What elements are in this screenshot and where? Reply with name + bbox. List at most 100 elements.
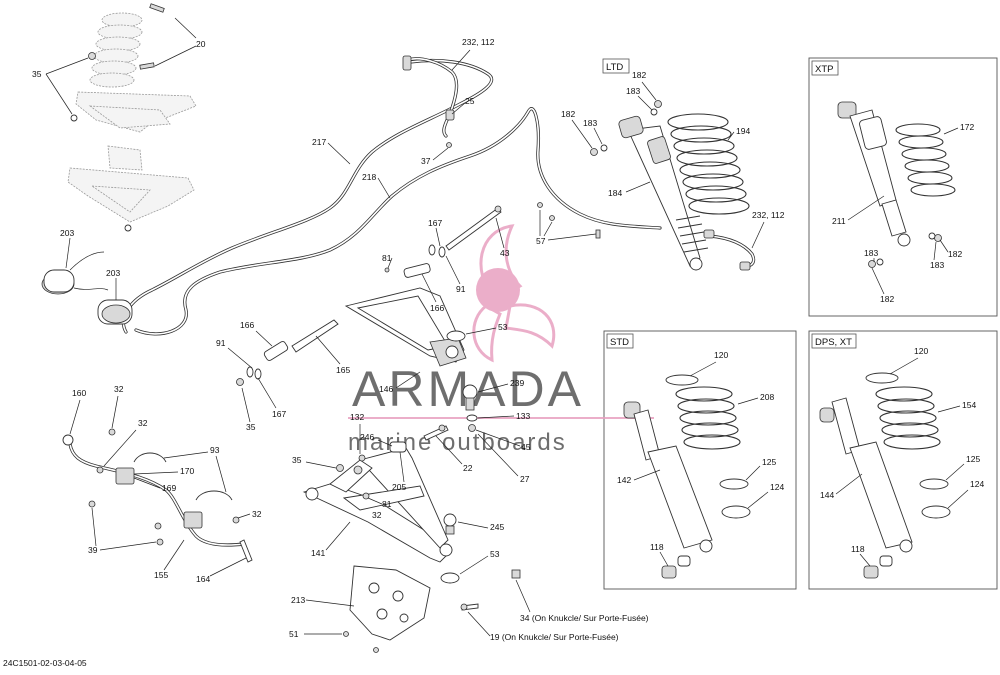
callout-32-sway-b: 32	[138, 418, 148, 428]
xtp-label: XTP	[815, 64, 833, 75]
callout-118-dps: 118	[851, 544, 865, 554]
callout-160: 160	[72, 388, 86, 398]
reference-suspension-assembly	[67, 12, 197, 232]
callout-124-dps: 124	[970, 479, 984, 489]
callout-124-std: 124	[770, 482, 784, 492]
callout-146: 146	[379, 384, 393, 394]
callout-208: 208	[760, 392, 774, 402]
ltd-hardware	[590, 100, 662, 156]
callout-19-knuckle: 19 (On Knukcle/ Sur Porte-Fusée)	[490, 632, 619, 642]
ltd-label: LTD	[606, 62, 623, 73]
callout-166-top: 166	[430, 303, 444, 313]
spring-208	[675, 386, 741, 450]
brake-line-218	[134, 107, 662, 336]
spring-172	[895, 123, 956, 197]
boot-53-lower	[440, 572, 460, 584]
callout-93: 93	[210, 445, 220, 455]
callout-37: 37	[421, 156, 431, 166]
ball-joint-239	[462, 384, 478, 432]
callout-27: 27	[520, 474, 530, 484]
callout-211: 211	[832, 216, 846, 226]
callout-57: 57	[536, 236, 546, 246]
diagram-id: 24C1501-02-03-04-05	[3, 658, 87, 668]
knuckle-hardware	[460, 569, 521, 611]
spring-seats-125-124-dps	[919, 478, 951, 519]
bushings-lower	[336, 441, 407, 500]
callout-246: 246	[360, 432, 374, 442]
callout-32-sway-c: 32	[252, 509, 262, 519]
callout-142: 142	[617, 475, 631, 485]
shock-184-ltd	[618, 115, 709, 271]
variant-box-std: STD	[603, 330, 797, 590]
callout-217: 217	[312, 137, 326, 147]
callout-120-dps: 120	[914, 346, 928, 356]
callout-132: 132	[350, 412, 364, 422]
callout-20: 20	[196, 39, 206, 49]
dps-xt-label: DPS, XT	[815, 337, 852, 348]
callout-232-112-lower: 232, 112	[752, 210, 785, 220]
ball-joint-245	[443, 513, 457, 535]
callout-203-b: 203	[106, 268, 120, 278]
callout-183-xtp-b: 183	[930, 260, 944, 270]
spring-seat-120-std	[665, 374, 699, 386]
boot-53-top	[446, 330, 466, 342]
bolt-22	[423, 424, 449, 441]
propeller-logo	[472, 224, 556, 363]
callout-91-mid: 91	[216, 338, 226, 348]
pivot-shaft-165	[236, 319, 339, 386]
callout-182-xtp-b: 182	[880, 294, 894, 304]
callout-35-mid: 35	[246, 422, 256, 432]
callout-194: 194	[736, 126, 750, 136]
callout-182-xtp-a: 182	[948, 249, 962, 259]
callout-169: 169	[162, 483, 176, 493]
callout-183-xtp-a: 183	[864, 248, 878, 258]
brake-hose-232-lower	[703, 229, 756, 271]
callout-118-std: 118	[650, 542, 664, 552]
callout-125-dps: 125	[966, 454, 980, 464]
washers-top	[428, 244, 446, 258]
shock-144-dps-xt	[819, 397, 913, 579]
bushing-166-top	[403, 263, 431, 278]
callout-183-ltd-a: 183	[626, 86, 640, 96]
callout-34-knuckle: 34 (On Knukcle/ Sur Porte-Fusée)	[520, 613, 649, 623]
callout-245: 245	[490, 522, 504, 532]
callout-213: 213	[291, 595, 305, 605]
callout-53-lower: 53	[490, 549, 500, 559]
lower-a-arm	[302, 447, 453, 563]
callout-182-ltd-b: 182	[561, 109, 575, 119]
spring-seats-125-124-std	[719, 478, 751, 519]
callout-203-a: 203	[60, 228, 74, 238]
callout-32-sway-a: 32	[114, 384, 124, 394]
sway-bar-155	[62, 428, 253, 563]
callout-184: 184	[608, 188, 622, 198]
upper-a-arm	[344, 287, 467, 367]
callout-43: 43	[500, 248, 510, 258]
watermark-tagline: marine outboards	[348, 429, 567, 456]
skid-plate-213	[343, 565, 431, 653]
callout-25: 25	[465, 96, 475, 106]
sensor-203-b	[97, 299, 133, 325]
variant-box-xtp: XTP	[808, 57, 998, 317]
variant-box-dps-xt: DPS, XT	[808, 330, 998, 590]
callout-32-lower: 32	[372, 510, 382, 520]
callout-154: 154	[962, 400, 976, 410]
spring-seat-120-dps	[865, 372, 899, 384]
ltd-tag: LTD	[602, 58, 630, 74]
spring-154	[875, 386, 941, 450]
shock-142-std	[623, 401, 713, 579]
callout-172: 172	[960, 122, 974, 132]
callout-53-top: 53	[498, 322, 508, 332]
callout-182-ltd-a: 182	[632, 70, 646, 80]
brake-line-217	[121, 58, 494, 334]
callout-35: 35	[32, 69, 42, 79]
std-label: STD	[610, 337, 629, 348]
callout-183-ltd-b: 183	[583, 118, 597, 128]
callout-51: 51	[289, 629, 299, 639]
callout-141: 141	[311, 548, 325, 558]
callout-205: 205	[392, 482, 406, 492]
bolt-20	[88, 3, 165, 70]
callout-218: 218	[362, 172, 376, 182]
brake-hose-232-top	[402, 55, 459, 148]
